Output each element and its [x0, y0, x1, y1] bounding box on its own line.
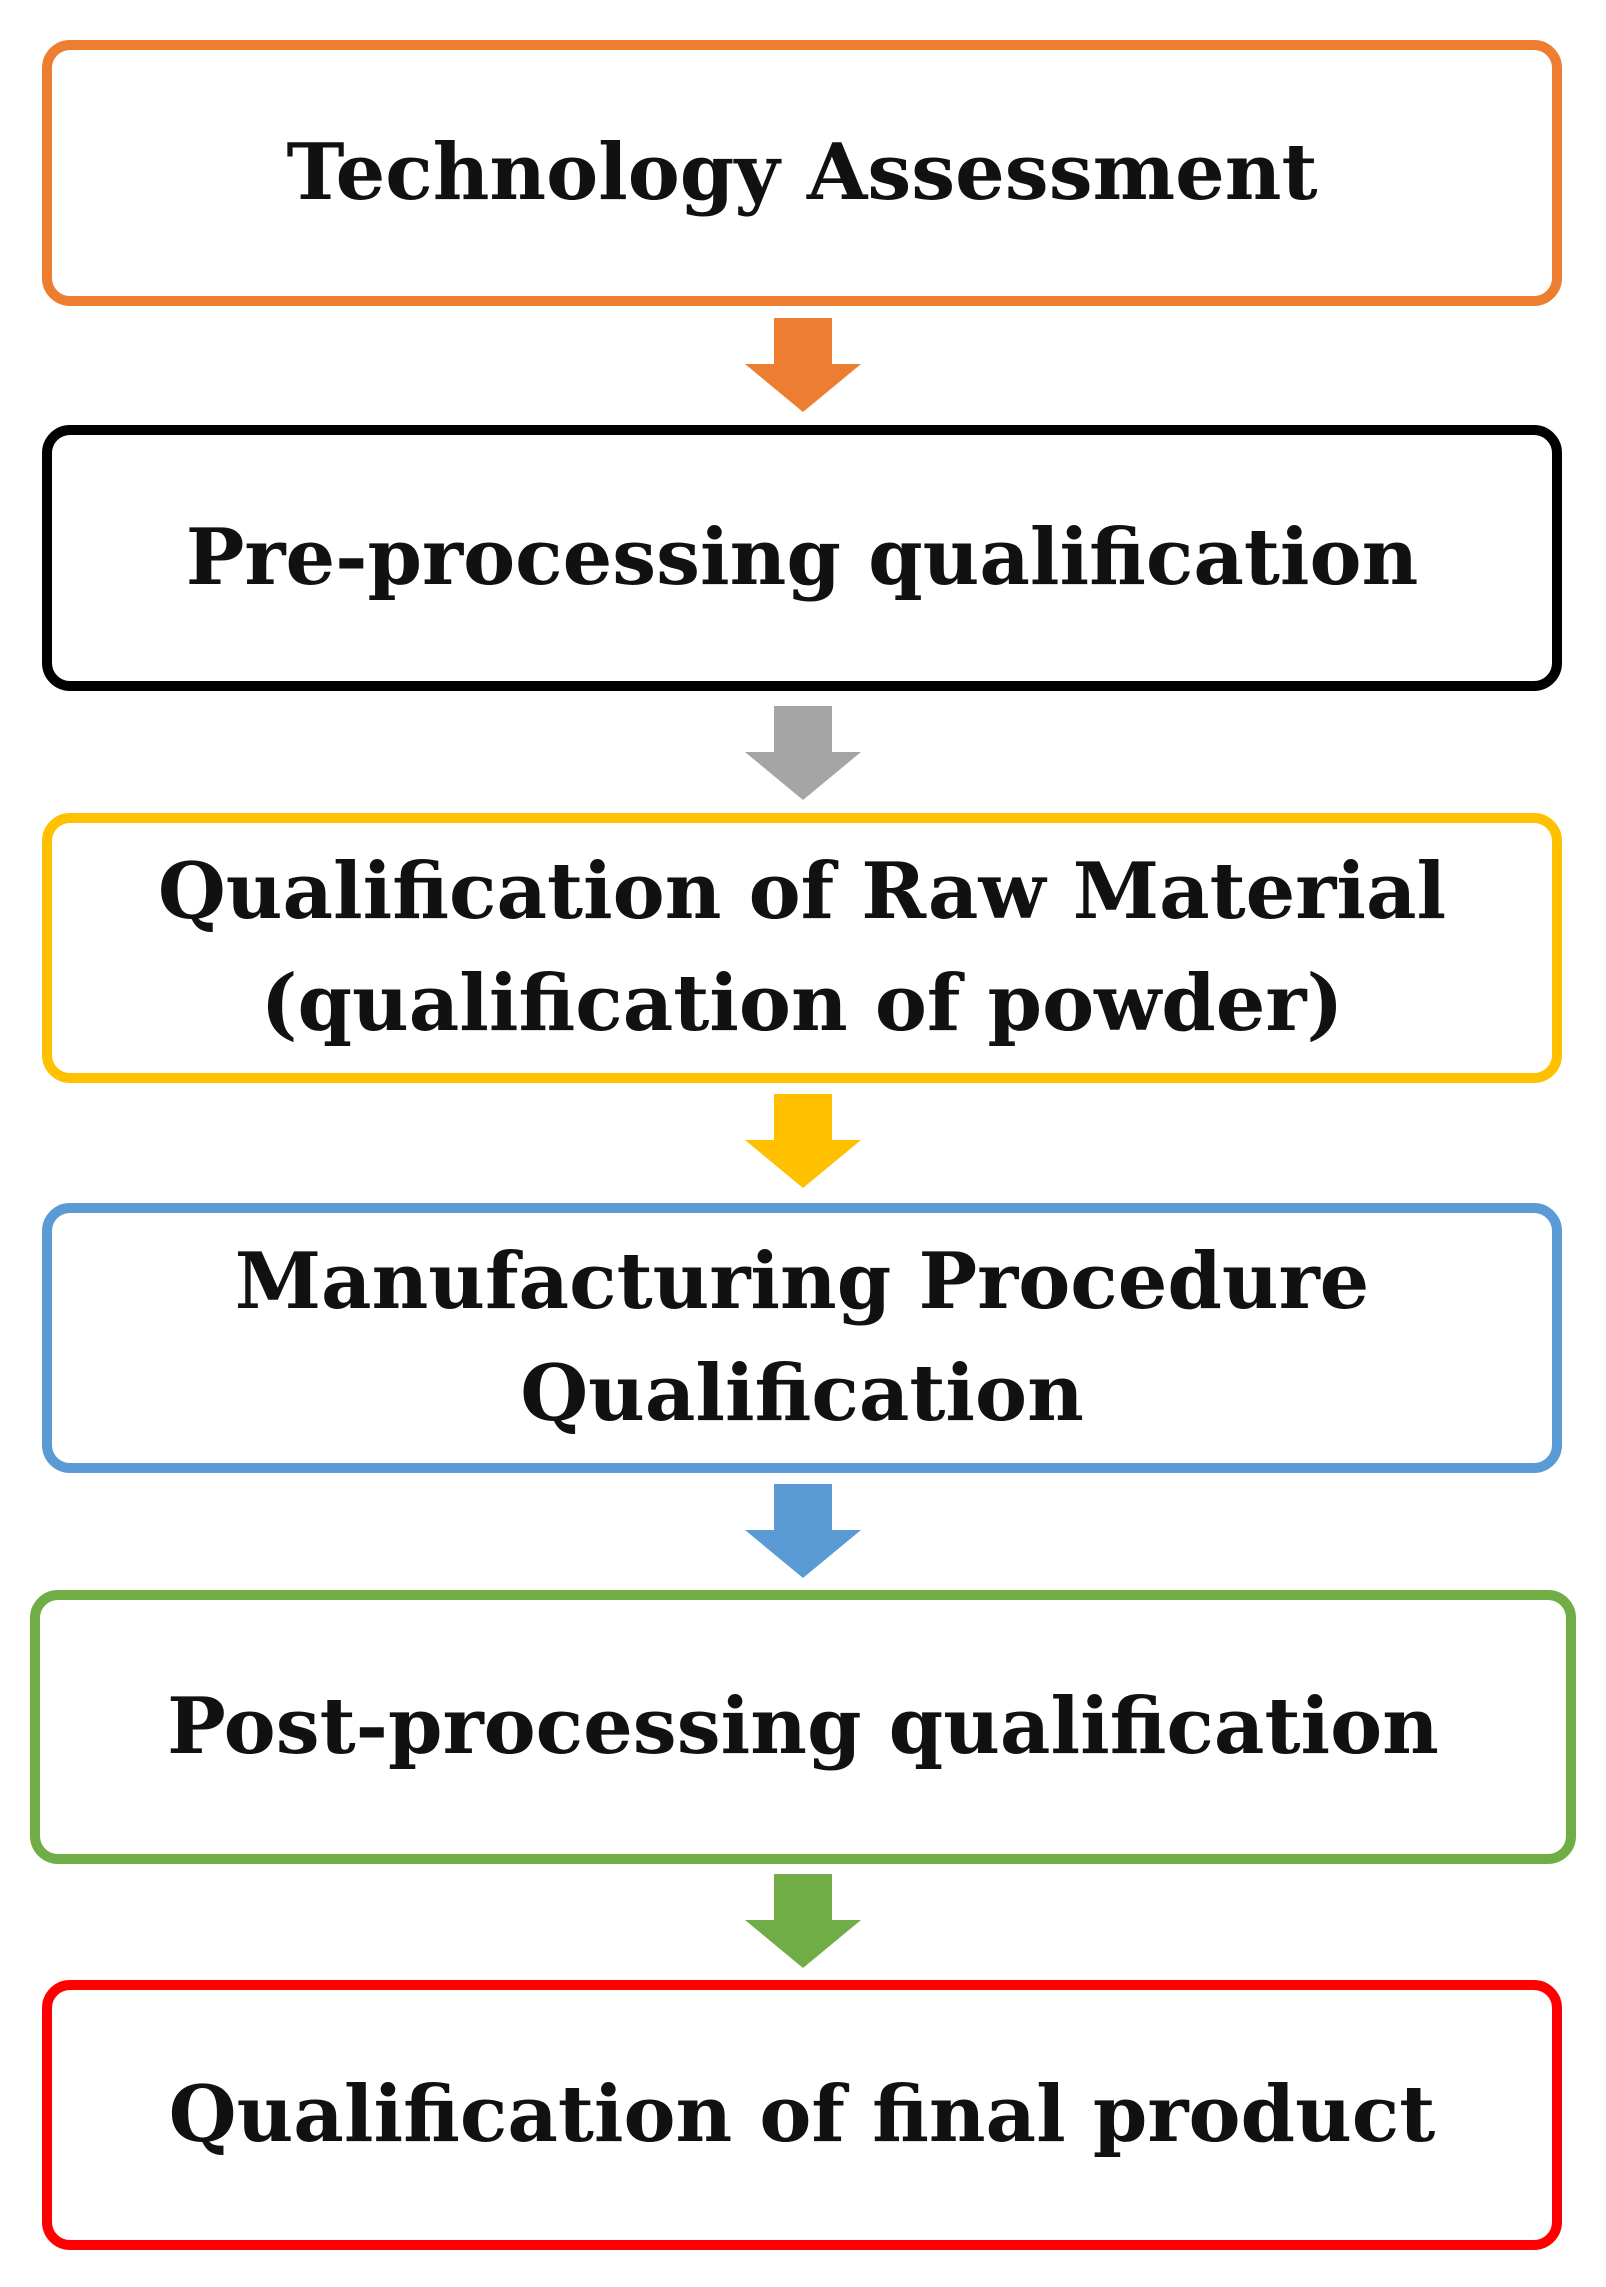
flow-arrow-4 [745, 1484, 861, 1578]
step-pre-processing-qualification: Pre-processing qualification [42, 425, 1562, 691]
flow-arrow-3 [745, 1094, 861, 1188]
step-label: Technology Assessment [286, 127, 1318, 218]
step-label: Qualification of Raw Material (qualifica… [157, 846, 1447, 1049]
step-technology-assessment: Technology Assessment [42, 40, 1562, 306]
step-label: Pre-processing qualification [185, 512, 1419, 603]
arrow-down-icon [745, 1484, 861, 1578]
arrow-down-icon [745, 1874, 861, 1968]
step-raw-material-qualification: Qualification of Raw Material (qualifica… [42, 813, 1562, 1083]
step-final-product-qualification: Qualification of final product [42, 1980, 1562, 2250]
step-label: Manufacturing Procedure Qualification [234, 1236, 1370, 1439]
flow-arrow-1 [745, 318, 861, 412]
arrow-down-icon [745, 706, 861, 800]
flow-arrow-2 [745, 706, 861, 800]
step-label: Qualification of final product [168, 2069, 1436, 2160]
step-label: Post-processing qualification [167, 1681, 1439, 1772]
flow-arrow-5 [745, 1874, 861, 1968]
step-manufacturing-procedure-qualification: Manufacturing Procedure Qualification [42, 1203, 1562, 1473]
step-post-processing-qualification: Post-processing qualification [30, 1590, 1576, 1864]
arrow-down-icon [745, 1094, 861, 1188]
arrow-down-icon [745, 318, 861, 412]
